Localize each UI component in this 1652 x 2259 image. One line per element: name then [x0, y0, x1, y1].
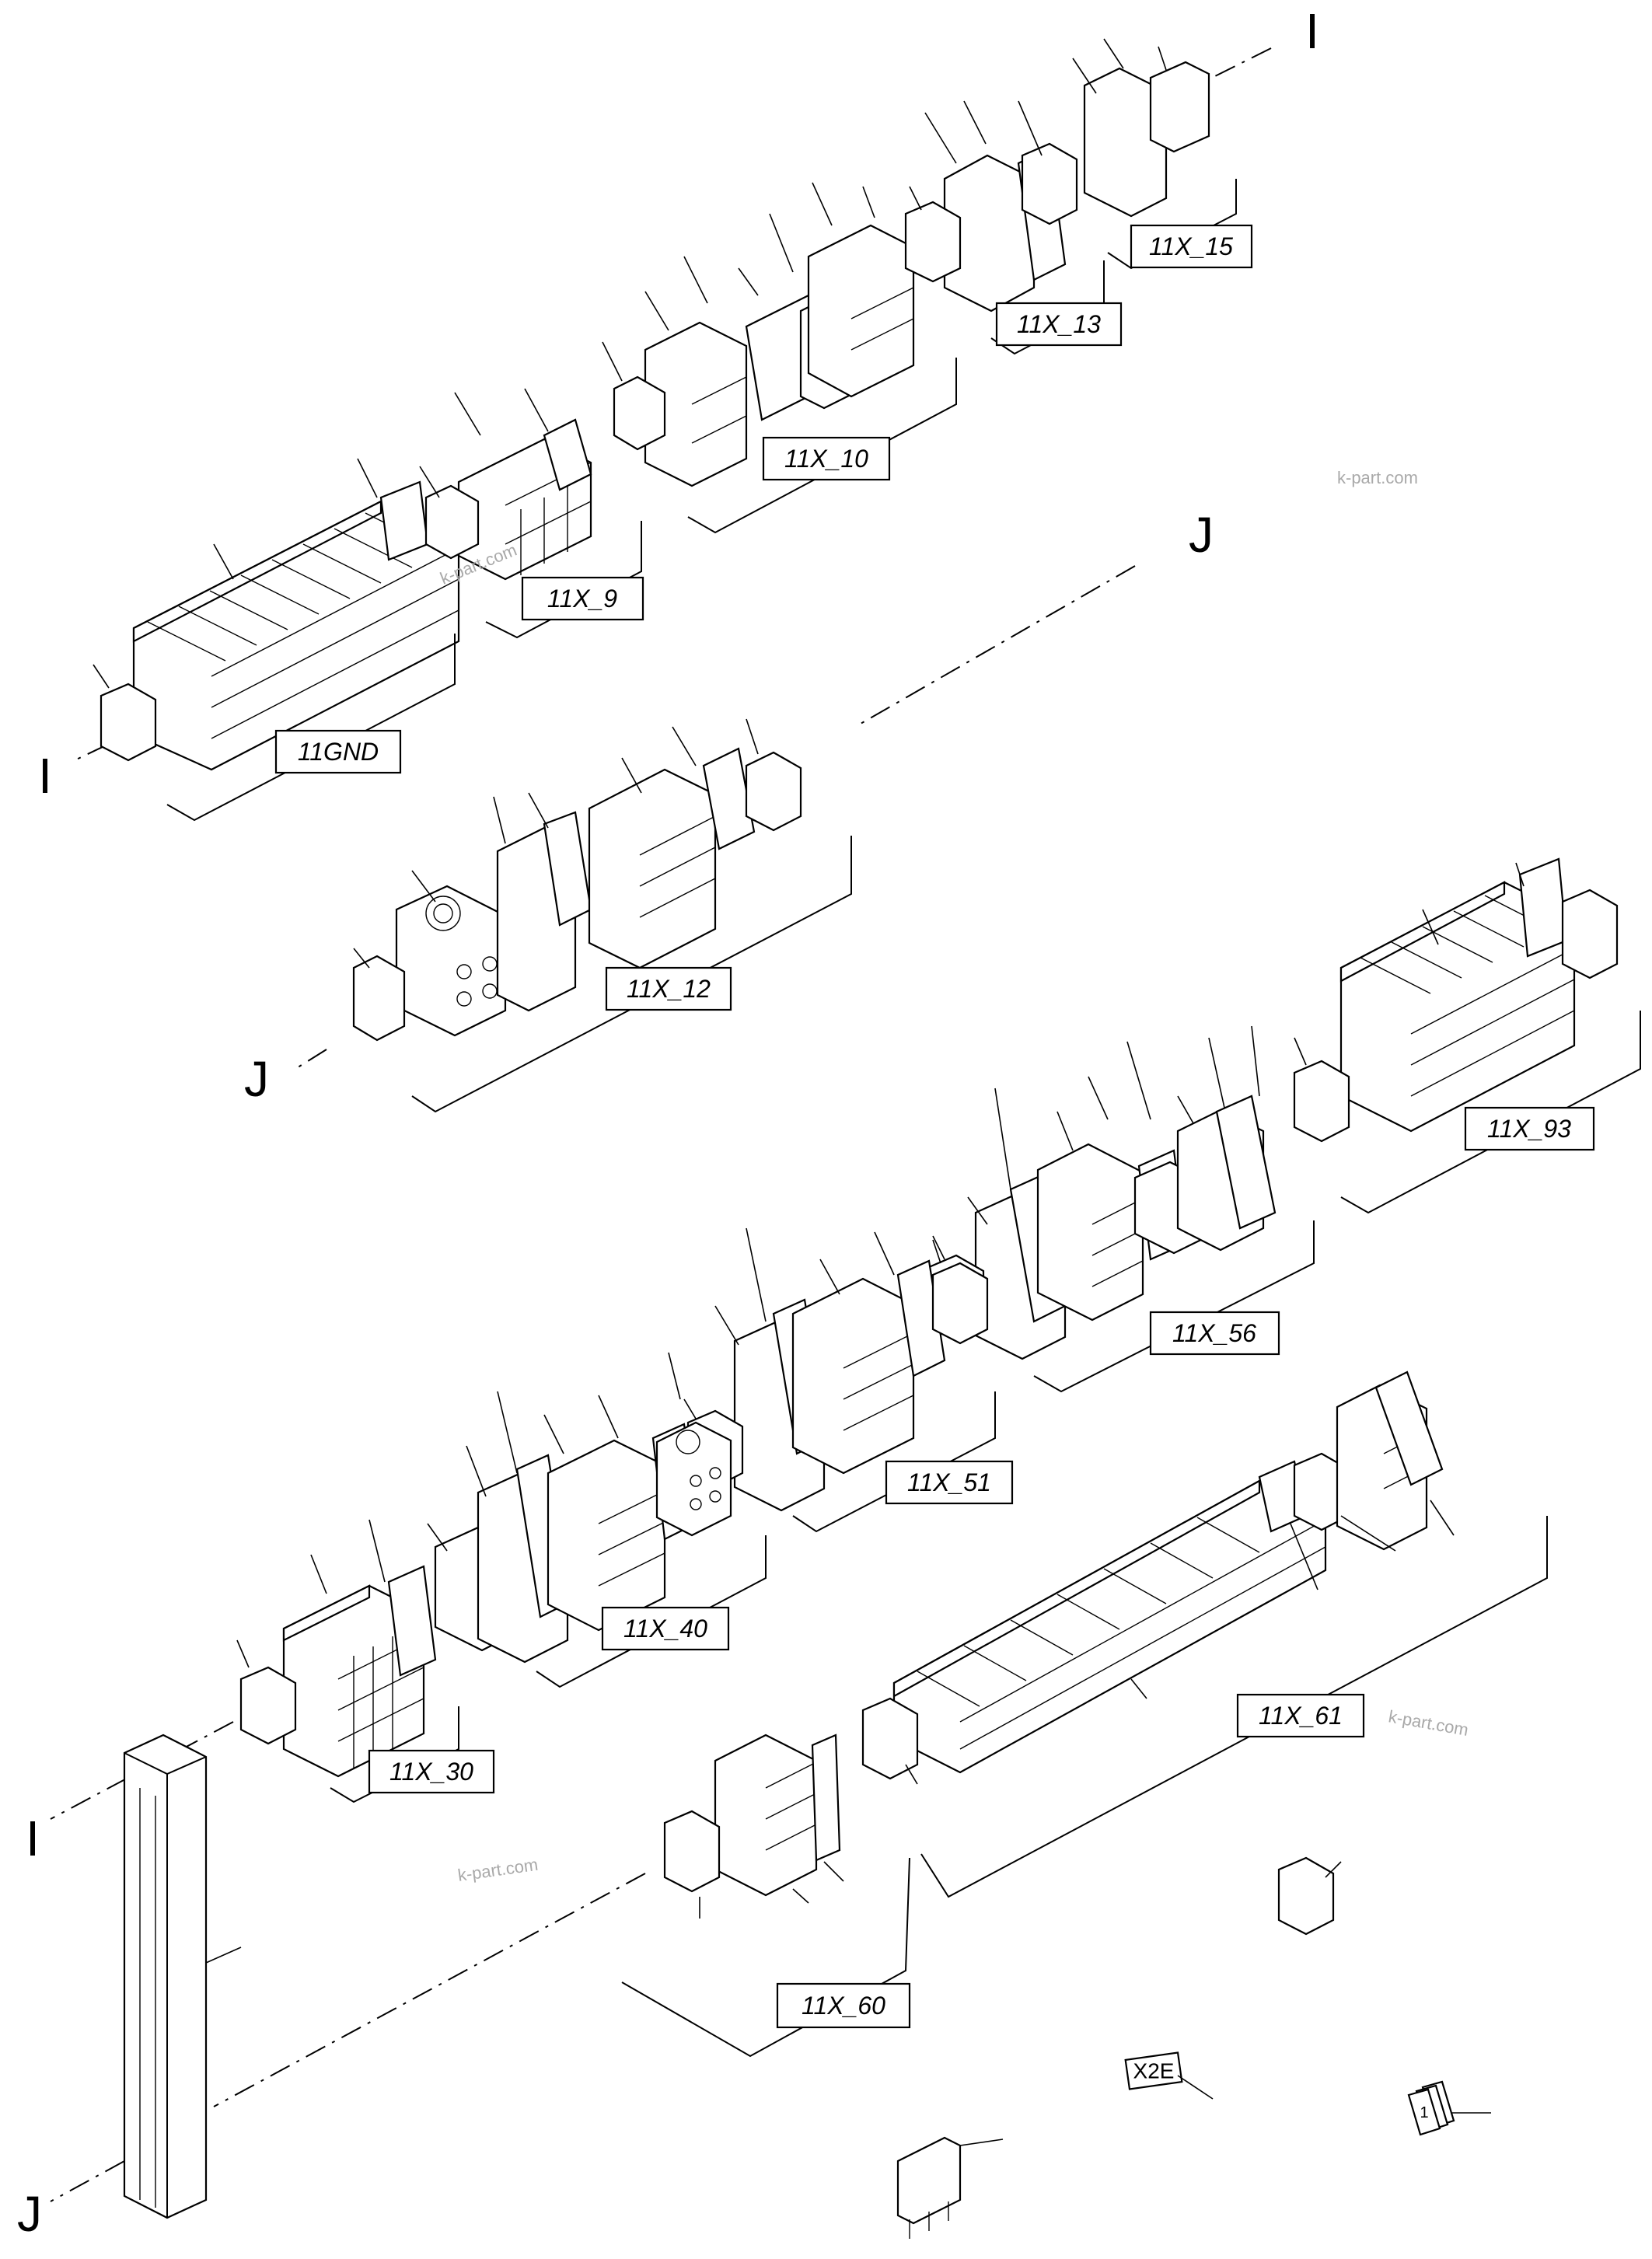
assembly-11x-60-leaders: [699, 1861, 844, 1919]
break-letter-j-mid: J: [244, 1051, 269, 1107]
label-11x-13: 11X_13: [995, 302, 1123, 347]
watermark-1: k-part.com: [1337, 468, 1418, 487]
row-1-assemblies: [100, 61, 1210, 771]
break-letter-i-left: I: [38, 748, 52, 804]
svg-text:11X_13: 11X_13: [1017, 310, 1101, 338]
break-letter-j-bottom: J: [17, 2186, 42, 2242]
assembly-11x-12: [352, 747, 802, 1042]
assembly-11x-30: [239, 1565, 437, 1778]
svg-text:11X_51: 11X_51: [907, 1468, 991, 1496]
label-11x-30: 11X_30: [368, 1749, 495, 1794]
svg-text:11X_12: 11X_12: [627, 975, 711, 1003]
label-11x-15: 11X_15: [1130, 224, 1253, 269]
svg-text:11X_60: 11X_60: [802, 1992, 885, 2020]
marker-x2e: X2E: [1124, 2051, 1214, 2100]
row-1-brackets: [166, 179, 1237, 822]
label-11x-51: 11X_51: [885, 1460, 1014, 1505]
assembly-11x-61: [861, 1370, 1444, 1780]
label-11x-61: 11X_61: [1236, 1693, 1365, 1738]
svg-text:11GND: 11GND: [298, 738, 379, 766]
marker-card-stack: 1: [1407, 2080, 1491, 2136]
jumper-bridge: [896, 2136, 1004, 2239]
watermark-3: k-part.com: [1387, 1706, 1470, 1740]
svg-text:11X_40: 11X_40: [623, 1615, 707, 1643]
svg-text:11X_30: 11X_30: [389, 1758, 473, 1786]
assembly-11x-93: [1293, 857, 1619, 1143]
break-letter-i-top: I: [1305, 3, 1319, 59]
label-11x-56: 11X_56: [1149, 1311, 1280, 1356]
svg-text:11X_61: 11X_61: [1259, 1702, 1343, 1730]
label-11x-10: 11X_10: [762, 436, 891, 481]
assembly-11x-56-leaders: [932, 1025, 1260, 1260]
svg-text:11X_56: 11X_56: [1172, 1319, 1256, 1347]
label-11x-60: 11X_60: [776, 1982, 911, 2029]
end-bracket-loose: [1277, 1856, 1342, 1936]
assembly-11x-93-leaders: [1294, 862, 1525, 1066]
svg-text:X2E: X2E: [1133, 2059, 1175, 2083]
assembly-11x-30-leaders: [236, 1519, 386, 1668]
assembly-11x-40: [434, 1421, 732, 1664]
svg-text:11X_15: 11X_15: [1149, 232, 1233, 260]
svg-text:11X_93: 11X_93: [1487, 1115, 1571, 1143]
assembly-11x-12-leaders: [353, 718, 759, 969]
label-11x-40: 11X_40: [601, 1606, 730, 1651]
assembly-11x-40-leaders: [427, 1352, 681, 1552]
break-letter-j-right: J: [1189, 507, 1214, 563]
svg-text:1: 1: [1420, 2104, 1428, 2121]
label-11x-9: 11X_9: [521, 576, 644, 621]
assembly-11x-60: [663, 1734, 841, 1897]
break-letter-i-bottom: I: [26, 1810, 40, 1866]
svg-text:11X_10: 11X_10: [784, 445, 868, 473]
label-11x-12: 11X_12: [605, 966, 732, 1011]
assembly-11x-56: [927, 1095, 1277, 1360]
center-lines: [50, 47, 1272, 2202]
label-11gnd: 11GND: [274, 729, 402, 774]
label-11x-93: 11X_93: [1464, 1106, 1595, 1151]
wiring-duct: [123, 1734, 242, 2219]
assembly-11x-61-leaders: [905, 1500, 1455, 1785]
watermark-4: k-part.com: [456, 1855, 539, 1885]
row-1-leaders: [93, 38, 1167, 689]
svg-text:11X_9: 11X_9: [547, 585, 617, 613]
assembly-11x-51-leaders: [683, 1227, 941, 1419]
